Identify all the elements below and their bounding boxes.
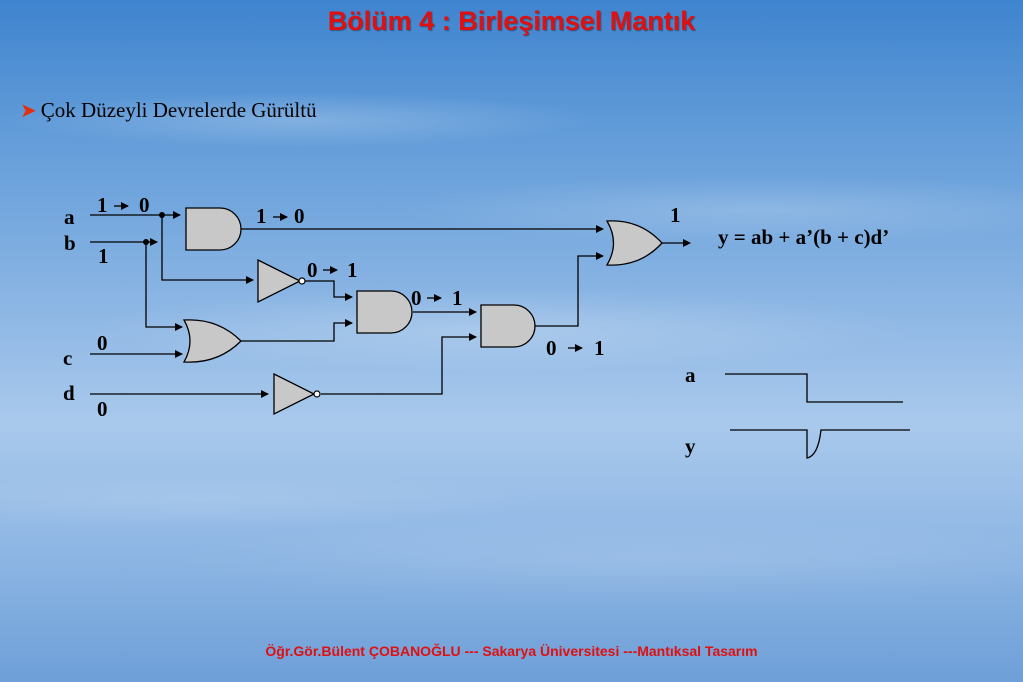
value-and3-transition: 0 1: [546, 336, 605, 360]
value-a-transition: 1 0: [97, 193, 150, 217]
and-gate-2: [356, 290, 413, 334]
value-and2-from: 0: [411, 286, 422, 310]
or-gate-1: [182, 319, 242, 363]
value-and2-transition: 0 1: [411, 286, 463, 310]
bullet-heading: ➤Çok Düzeyli Devrelerde Gürültü: [20, 98, 317, 123]
value-a-to: 0: [139, 193, 150, 217]
bullet-text: Çok Düzeyli Devrelerde Gürültü: [40, 98, 317, 122]
timing-waveform-a: [725, 373, 903, 403]
and-gate-1: [185, 207, 242, 251]
page-title: Bölüm 4 : Birleşimsel Mantık: [327, 6, 696, 36]
bullet-arrow-icon: ➤: [20, 100, 37, 122]
circuit-wires: [90, 211, 691, 398]
value-not1-to: 1: [347, 258, 358, 282]
or-gate-output: [605, 220, 663, 266]
input-label-c: c: [63, 346, 72, 370]
value-and2-to: 1: [452, 286, 463, 310]
input-label-d: d: [63, 381, 75, 405]
footer-credit: Öğr.Gör.Bülent ÇOBANOĞLU --- Sakarya Üni…: [265, 643, 758, 659]
and-gate-3: [480, 304, 536, 348]
input-label-b: b: [64, 231, 76, 255]
value-and3-to: 1: [594, 336, 605, 360]
value-not1-transition: 0 1: [307, 258, 358, 282]
value-d: 0: [97, 397, 108, 421]
not-gate-2: [273, 372, 321, 416]
input-label-a: a: [64, 205, 75, 229]
value-and1-from: 1: [256, 204, 267, 228]
boolean-equation: y = ab + a’(b + c)d’: [718, 225, 889, 249]
timing-label-a: a: [685, 363, 696, 387]
value-not1-from: 0: [307, 258, 318, 282]
value-b: 1: [98, 244, 109, 268]
timing-waveform-y: [730, 429, 910, 459]
value-c: 0: [97, 331, 108, 355]
not-gate-1: [257, 258, 306, 304]
timing-label-y: y: [685, 434, 696, 458]
value-and3-from: 0: [546, 336, 557, 360]
value-and1-transition: 1 0: [256, 204, 305, 228]
value-a-from: 1: [97, 193, 108, 217]
value-and1-to: 0: [294, 204, 305, 228]
value-output: 1: [670, 203, 681, 227]
